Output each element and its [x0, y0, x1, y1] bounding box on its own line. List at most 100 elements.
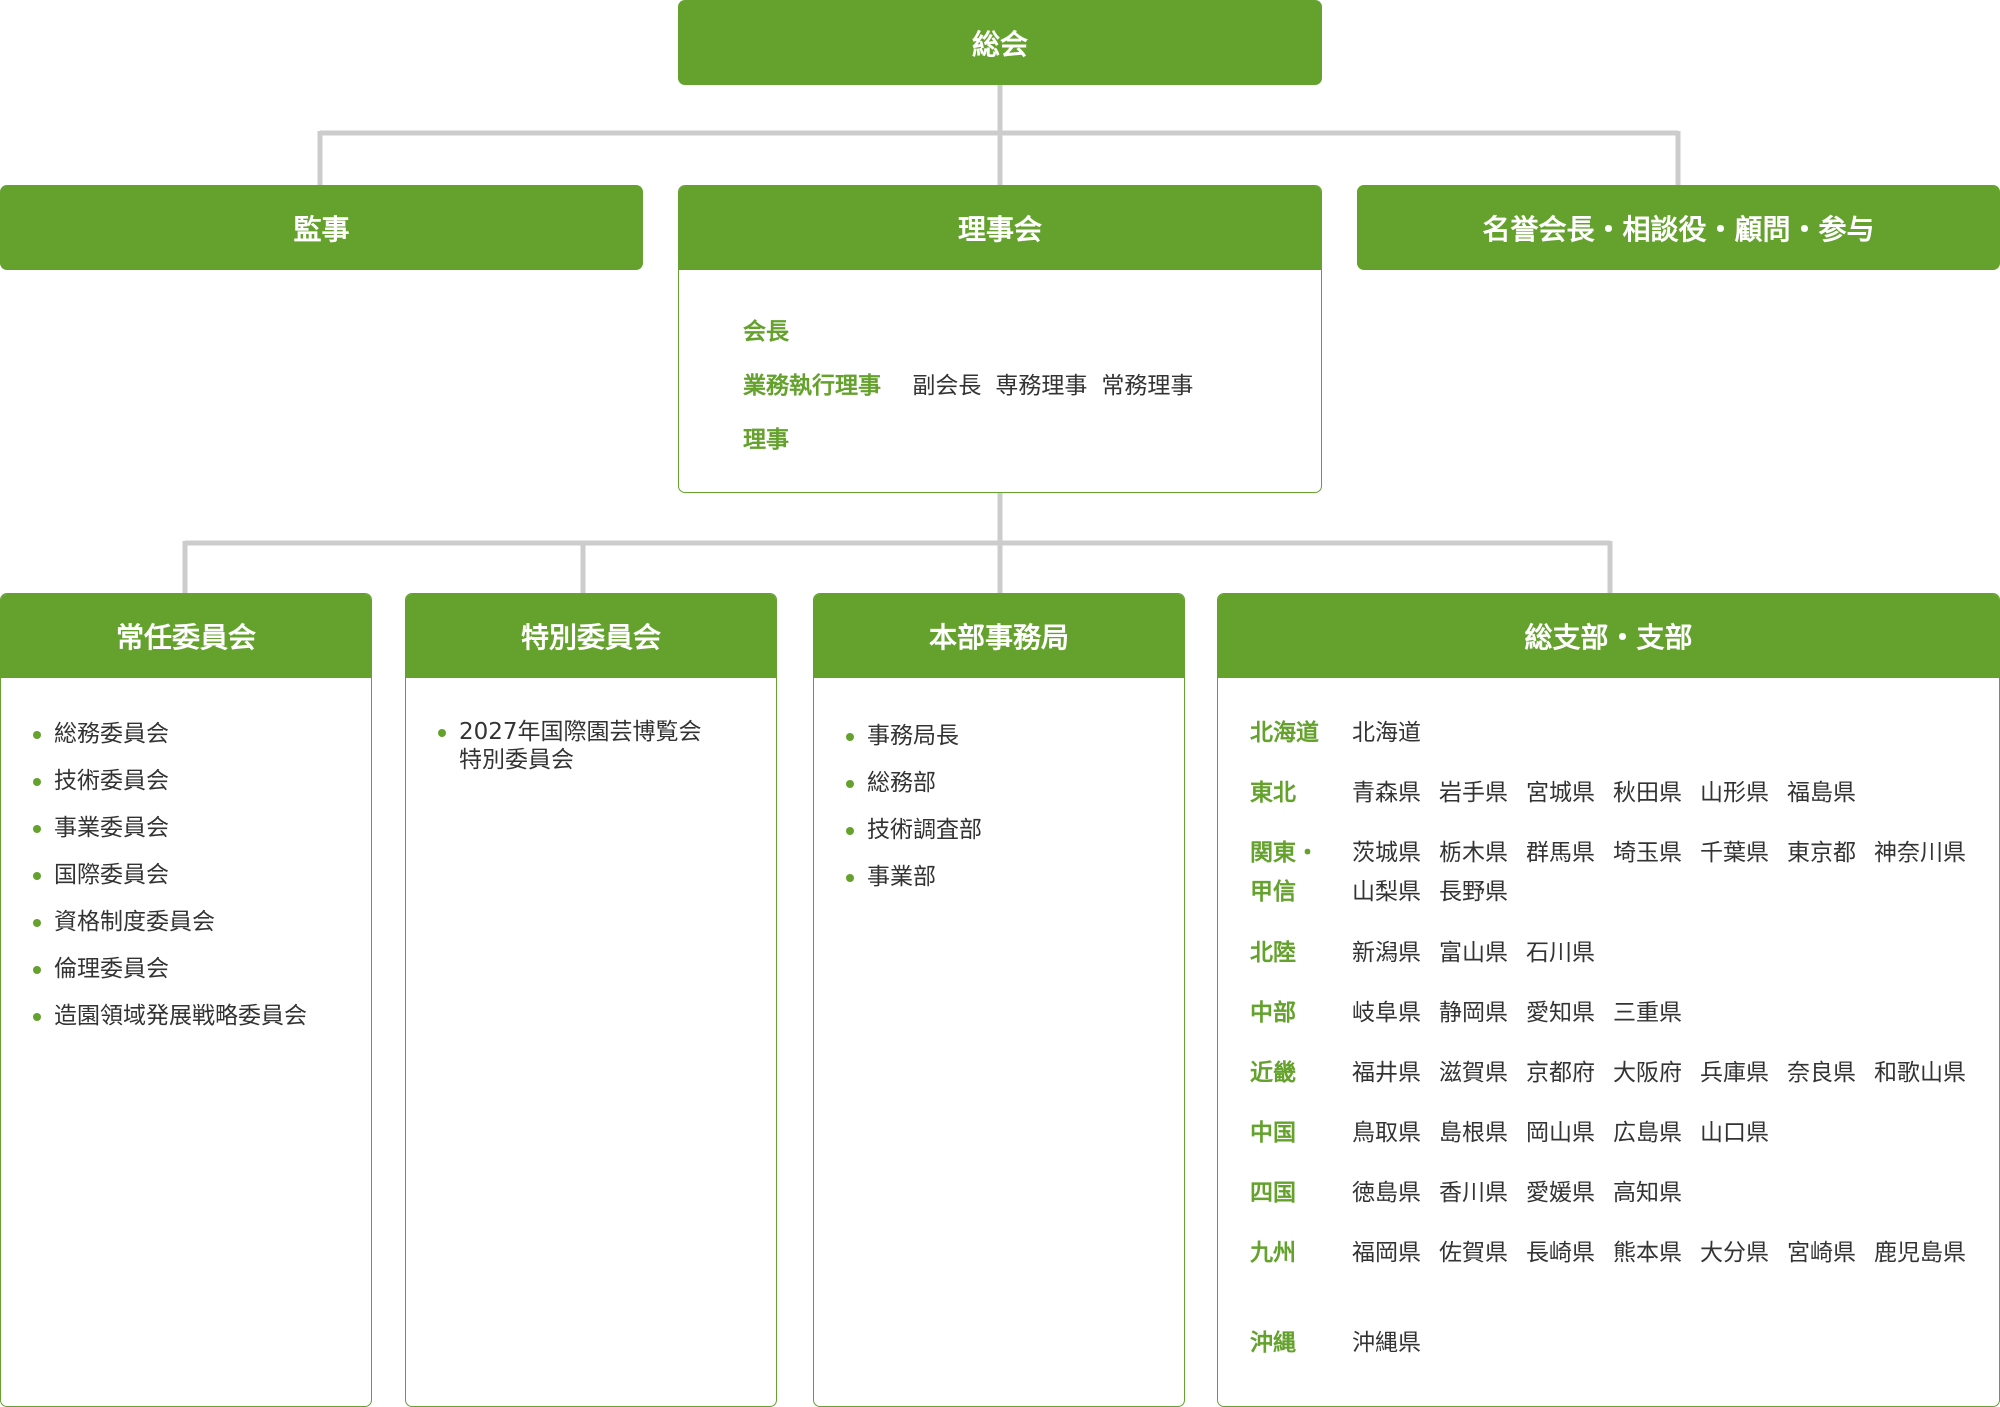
- general-assembly-box: 総会: [678, 0, 1322, 85]
- region-prefectures: 茨城県栃木県群馬県埼玉県千葉県東京都神奈川県山梨県長野県: [1352, 834, 1989, 912]
- special-title: 特別委員会: [406, 594, 776, 678]
- prefecture: 新潟県: [1352, 940, 1421, 966]
- prefecture: 岩手県: [1439, 780, 1508, 806]
- prefecture: 和歌山県: [1874, 1060, 1966, 1086]
- prefecture: 奈良県: [1787, 1060, 1856, 1086]
- auditor-box: 監事: [0, 185, 643, 270]
- prefecture: 秋田県: [1613, 780, 1682, 806]
- region-name: 関東・ 甲信: [1250, 840, 1319, 905]
- region-prefectures: 沖縄県: [1352, 1324, 1989, 1363]
- region-prefectures: 福岡県佐賀県長崎県熊本県大分県宮崎県鹿児島県: [1352, 1234, 1989, 1273]
- prefecture: 高知県: [1613, 1180, 1682, 1206]
- board-title: 理事会: [679, 186, 1321, 270]
- special-list: 2027年国際園芸博覧会 特別委員会: [438, 718, 702, 793]
- region-name: 北陸: [1250, 940, 1296, 966]
- prefecture: 神奈川県: [1874, 840, 1966, 866]
- prefecture: 青森県: [1352, 780, 1421, 806]
- board-directors: 理事: [743, 427, 789, 453]
- hq-title: 本部事務局: [814, 594, 1184, 678]
- board-box: 理事会 会長 業務執行理事 副会長専務理事常務理事 理事: [678, 185, 1322, 493]
- hq-department-item: 技術調査部: [846, 816, 982, 844]
- committee-item: 国際委員会: [33, 861, 307, 889]
- board-exec-row: 業務執行理事 副会長専務理事常務理事: [743, 366, 1207, 400]
- prefecture: 静岡県: [1439, 1000, 1508, 1026]
- board-chair: 会長: [743, 319, 789, 345]
- prefecture: 京都府: [1526, 1060, 1595, 1086]
- prefecture: 長崎県: [1526, 1240, 1595, 1266]
- committee-item: 資格制度委員会: [33, 908, 307, 936]
- prefecture: 石川県: [1526, 940, 1595, 966]
- prefecture: 山形県: [1700, 780, 1769, 806]
- region-prefectures: 鳥取県島根県岡山県広島県山口県: [1352, 1114, 1989, 1153]
- region-name: 九州: [1250, 1240, 1296, 1266]
- hq-department-item: 事業部: [846, 863, 982, 891]
- prefecture: 鹿児島県: [1874, 1240, 1966, 1266]
- prefecture: 大阪府: [1613, 1060, 1682, 1086]
- prefecture: 山梨県: [1352, 879, 1421, 905]
- region-name: 近畿: [1250, 1060, 1296, 1086]
- prefecture: 愛媛県: [1526, 1180, 1595, 1206]
- board-exec-role: 副会長: [912, 373, 982, 399]
- prefecture: 福岡県: [1352, 1240, 1421, 1266]
- prefecture: 福井県: [1352, 1060, 1421, 1086]
- region-name: 沖縄: [1250, 1330, 1296, 1356]
- prefecture: 岡山県: [1526, 1120, 1595, 1146]
- prefecture: 熊本県: [1613, 1240, 1682, 1266]
- committee-item: 総務委員会: [33, 720, 307, 748]
- committees-box: 常任委員会 総務委員会技術委員会事業委員会国際委員会資格制度委員会倫理委員会造園…: [0, 593, 372, 1407]
- branches-box: 総支部・支部 北海道北海道東北青森県岩手県宮城県秋田県山形県福島県関東・ 甲信茨…: [1217, 593, 2000, 1407]
- prefecture: 岐阜県: [1352, 1000, 1421, 1026]
- prefecture: 北海道: [1352, 720, 1421, 746]
- prefecture: 愛知県: [1526, 1000, 1595, 1026]
- region-name: 北海道: [1250, 720, 1319, 746]
- prefecture: 栃木県: [1439, 840, 1508, 866]
- prefecture: 滋賀県: [1439, 1060, 1508, 1086]
- hq-box: 本部事務局 事務局長総務部技術調査部事業部: [813, 593, 1185, 1407]
- hq-department-item: 総務部: [846, 769, 982, 797]
- committees-title: 常任委員会: [1, 594, 371, 678]
- prefecture: 宮城県: [1526, 780, 1595, 806]
- prefecture: 富山県: [1439, 940, 1508, 966]
- region-name: 中部: [1250, 1000, 1296, 1026]
- prefecture: 三重県: [1613, 1000, 1682, 1026]
- prefecture: 埼玉県: [1613, 840, 1682, 866]
- prefecture: 広島県: [1613, 1120, 1682, 1146]
- prefecture: 茨城県: [1352, 840, 1421, 866]
- special-box: 特別委員会 2027年国際園芸博覧会 特別委員会: [405, 593, 777, 1407]
- region-prefectures: 青森県岩手県宮城県秋田県山形県福島県: [1352, 774, 1989, 813]
- region-prefectures: 北海道: [1352, 714, 1989, 753]
- prefecture: 大分県: [1700, 1240, 1769, 1266]
- committee-item: 技術委員会: [33, 767, 307, 795]
- hq-list: 事務局長総務部技術調査部事業部: [846, 722, 982, 910]
- prefecture: 徳島県: [1352, 1180, 1421, 1206]
- region-prefectures: 新潟県富山県石川県: [1352, 934, 1989, 973]
- region-name: 東北: [1250, 780, 1296, 806]
- prefecture: 香川県: [1439, 1180, 1508, 1206]
- prefecture: 鳥取県: [1352, 1120, 1421, 1146]
- board-exec-role: 専務理事: [995, 373, 1088, 399]
- honorary-box: 名誉会長・相談役・顧問・参与: [1357, 185, 2000, 270]
- prefecture: 兵庫県: [1700, 1060, 1769, 1086]
- region-name: 中国: [1250, 1120, 1296, 1146]
- prefecture: 群馬県: [1526, 840, 1595, 866]
- prefecture: 佐賀県: [1439, 1240, 1508, 1266]
- prefecture: 山口県: [1700, 1120, 1769, 1146]
- committee-item: 造園領域発展戦略委員会: [33, 1002, 307, 1030]
- committee-item: 事業委員会: [33, 814, 307, 842]
- special-committee-item: 2027年国際園芸博覧会 特別委員会: [438, 718, 702, 774]
- committees-list: 総務委員会技術委員会事業委員会国際委員会資格制度委員会倫理委員会造園領域発展戦略…: [33, 720, 307, 1049]
- branches-title: 総支部・支部: [1218, 594, 1999, 678]
- prefecture: 東京都: [1787, 840, 1856, 866]
- prefecture: 福島県: [1787, 780, 1856, 806]
- prefecture: 宮崎県: [1787, 1240, 1856, 1266]
- prefecture: 千葉県: [1700, 840, 1769, 866]
- region-name: 四国: [1250, 1180, 1296, 1206]
- hq-department-item: 事務局長: [846, 722, 982, 750]
- region-prefectures: 徳島県香川県愛媛県高知県: [1352, 1174, 1989, 1213]
- board-exec-role: 常務理事: [1101, 373, 1194, 399]
- region-prefectures: 岐阜県静岡県愛知県三重県: [1352, 994, 1989, 1033]
- board-exec-label: 業務執行理事: [743, 373, 881, 399]
- board-exec-roles: 副会長専務理事常務理事: [912, 373, 1207, 399]
- prefecture: 島根県: [1439, 1120, 1508, 1146]
- prefecture: 沖縄県: [1352, 1330, 1421, 1356]
